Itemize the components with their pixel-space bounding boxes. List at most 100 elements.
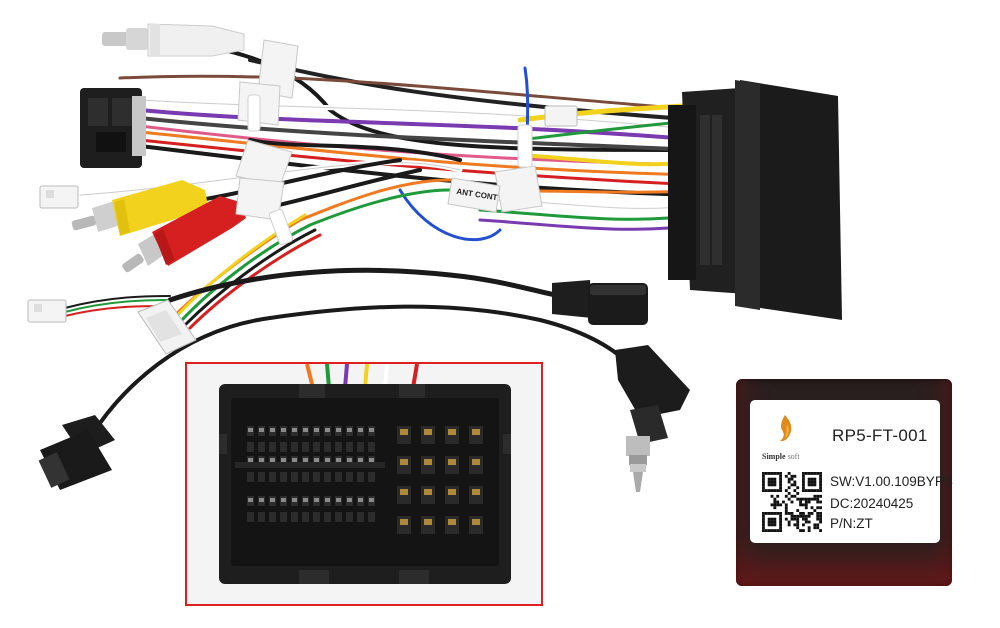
- qr-module: [804, 503, 808, 507]
- connector-pin: [313, 442, 320, 452]
- small-white-plug-top: [544, 105, 578, 127]
- qr-module: [804, 489, 808, 492]
- qr-module: [807, 483, 811, 487]
- connector-pin: [325, 458, 330, 462]
- part-number: P/N:ZT: [830, 516, 873, 531]
- connector-pin: [400, 429, 408, 435]
- qr-module: [813, 480, 817, 484]
- qr-module: [802, 517, 805, 521]
- qr-module: [799, 503, 802, 507]
- connector-pin: [302, 442, 309, 452]
- connector-pin: [400, 459, 408, 465]
- connector-closeup: [219, 364, 511, 584]
- qr-module: [787, 512, 791, 515]
- rca-plug-red: [122, 196, 246, 273]
- connector-pin: [472, 429, 480, 435]
- qr-module: [787, 486, 791, 490]
- qr-module: [784, 509, 788, 512]
- qr-module: [762, 480, 765, 484]
- qr-module: [767, 480, 771, 484]
- connector-pin: [369, 428, 374, 432]
- qr-module: [790, 500, 794, 504]
- qr-module: [802, 514, 805, 518]
- qr-module: [819, 474, 822, 478]
- qr-module: [816, 494, 820, 498]
- qr-module: [762, 514, 765, 518]
- qr-module: [793, 474, 797, 478]
- connector-pin: [448, 489, 456, 495]
- connector-pin: [247, 442, 254, 452]
- qr-module: [813, 497, 817, 501]
- wire-tag-ant-cont: ANT CONT: [447, 177, 501, 213]
- qr-module: [799, 512, 802, 515]
- connector-pin: [369, 498, 374, 502]
- connector-pin: [247, 512, 254, 522]
- qr-module: [776, 500, 780, 504]
- connector-pin: [357, 442, 364, 452]
- qr-module: [776, 472, 780, 475]
- connector-pin: [335, 512, 342, 522]
- qr-module: [819, 529, 822, 532]
- qr-module: [762, 529, 765, 532]
- qr-module: [804, 472, 808, 475]
- qr-module: [790, 494, 794, 498]
- qr-module: [776, 512, 780, 515]
- qr-module: [779, 503, 782, 507]
- qr-module: [784, 512, 788, 515]
- qr-module: [807, 480, 811, 484]
- qr-module: [807, 512, 811, 515]
- qr-module: [813, 483, 817, 487]
- connector-pin: [302, 472, 309, 482]
- qr-module: [767, 472, 771, 475]
- qr-module: [819, 500, 822, 504]
- connector-pin: [472, 459, 480, 465]
- white-multi-plug: [137, 299, 197, 355]
- connector-pin: [259, 428, 264, 432]
- qr-module: [787, 477, 791, 481]
- qr-module: [807, 477, 811, 481]
- connector-pin: [336, 428, 341, 432]
- qr-module: [816, 523, 820, 527]
- qr-module: [787, 480, 791, 484]
- qr-module: [816, 500, 820, 504]
- qr-module: [773, 477, 777, 481]
- qr-module: [804, 517, 808, 521]
- qr-module: [779, 483, 782, 487]
- qr-module: [787, 523, 791, 527]
- connector-pin: [347, 428, 352, 432]
- connector-pin: [303, 428, 308, 432]
- qr-module: [773, 480, 777, 484]
- module-label: Simple soft RP5-FT-001 SW:V1.00.109BYPS …: [750, 400, 953, 543]
- connector-pin: [472, 489, 480, 495]
- qr-module: [770, 517, 774, 521]
- qr-module: [779, 517, 782, 521]
- connector-pin: [314, 428, 319, 432]
- connector-pin: [336, 458, 341, 462]
- qr-module: [773, 523, 777, 527]
- qr-module: [762, 520, 765, 524]
- qr-module: [802, 477, 805, 481]
- qr-module: [770, 472, 774, 475]
- qr-module: [784, 474, 788, 478]
- brand-name-suffix: soft: [787, 452, 800, 461]
- connector-pin: [358, 428, 363, 432]
- qr-module: [790, 517, 794, 521]
- connector-pin: [400, 489, 408, 495]
- qr-module: [804, 500, 808, 504]
- connector-pin: [313, 472, 320, 482]
- connector-pin: [424, 429, 432, 435]
- qr-module: [790, 512, 794, 515]
- usb-plug: [552, 280, 648, 325]
- qr-module: [776, 494, 780, 498]
- connector-pin: [358, 458, 363, 462]
- connector-pin: [314, 458, 319, 462]
- qr-module: [810, 489, 814, 492]
- qr-module: [807, 489, 811, 492]
- qr-module: [802, 474, 805, 478]
- qr-module: [762, 474, 765, 478]
- rca-plug-white: [102, 23, 245, 57]
- connector-pin: [368, 512, 375, 522]
- qr-module: [796, 486, 800, 490]
- qr-module: [793, 523, 797, 527]
